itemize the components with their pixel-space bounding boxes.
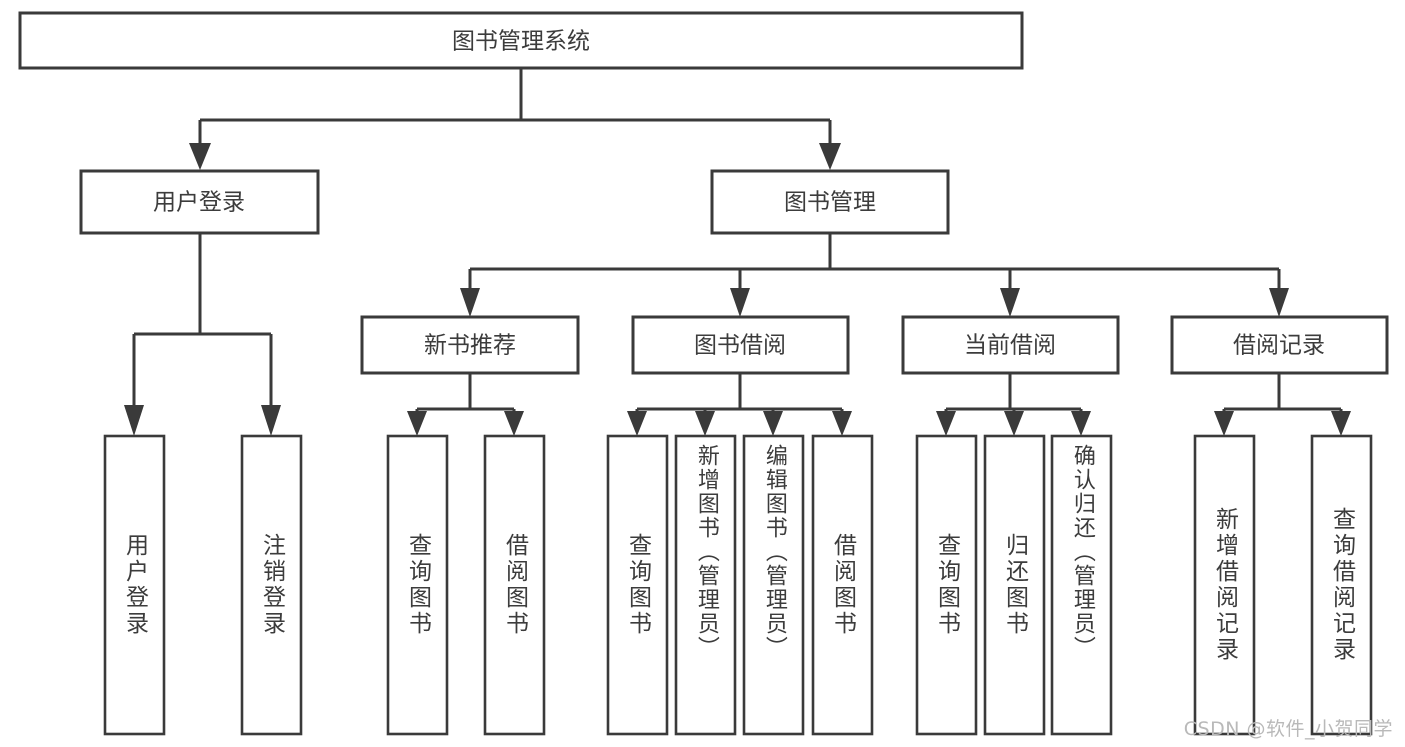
node-leaf-query-book-2[interactable] [606, 434, 669, 736]
arrow-leaf-query-book-2 [627, 411, 647, 436]
node-book-management-label: 图书管理 [784, 190, 876, 216]
node-book-borrow-label: 图书借阅 [694, 333, 786, 359]
node-user-login-label: 用户登录 [153, 190, 245, 216]
arrow-leaf-confirm-return [1071, 411, 1091, 436]
node-book-management-system-label: 图书管理系统 [452, 29, 590, 55]
arrow-leaf-add-borrow-record [1214, 411, 1234, 436]
node-leaf-query-book-1[interactable] [386, 434, 449, 736]
nodes-layer: 图书管理系统 用户登录 图书管理 新书推荐 图书借阅 当前借阅 借阅记录 [18, 11, 1389, 736]
arrow-leaf-logout-login [261, 405, 281, 436]
arrow-leaf-edit-book-admin [763, 411, 783, 436]
arrow-leaf-borrow-book-1 [504, 411, 524, 436]
arrow-leaf-query-book-3 [936, 411, 956, 436]
node-borrow-record[interactable] [1170, 315, 1389, 375]
csdn-watermark: CSDN @软件_小贺同学 [1183, 718, 1393, 740]
node-leaf-add-borrow-record[interactable] [1193, 434, 1256, 736]
node-new-book-recommend[interactable] [360, 315, 580, 375]
arrow-leaf-query-book-1 [407, 411, 427, 436]
node-book-borrow[interactable] [631, 315, 850, 375]
node-book-management-system[interactable] [18, 11, 1024, 70]
arrow-leaf-query-borrow-record [1331, 411, 1351, 436]
node-borrow-record-label: 借阅记录 [1233, 333, 1325, 359]
node-leaf-logout-login[interactable] [240, 434, 303, 736]
node-leaf-edit-book-admin[interactable] [742, 434, 805, 736]
node-leaf-return-book[interactable] [983, 434, 1046, 736]
node-current-borrow-label: 当前借阅 [964, 333, 1056, 359]
node-leaf-confirm-return-admin[interactable] [1050, 434, 1113, 736]
arrow-leaf-add-book-admin [695, 411, 715, 436]
node-leaf-query-book-3[interactable] [915, 434, 978, 736]
arrow-book-borrow [730, 288, 750, 317]
connectors-layer [124, 68, 1351, 436]
node-leaf-query-borrow-record[interactable] [1310, 434, 1373, 736]
arrow-borrow-record [1269, 288, 1289, 317]
arrow-to-user-login [189, 143, 211, 170]
node-current-borrow[interactable] [901, 315, 1120, 375]
arrow-leaf-return-book [1004, 411, 1024, 436]
arrow-new-book-recommend [460, 288, 480, 317]
arrow-leaf-borrow-book-2 [832, 411, 852, 436]
node-leaf-borrow-book-2[interactable] [811, 434, 874, 736]
node-leaf-add-book-admin[interactable] [674, 434, 737, 736]
node-leaf-user-login[interactable] [103, 434, 166, 736]
node-user-login[interactable] [79, 169, 320, 235]
node-book-management[interactable] [710, 169, 950, 235]
node-new-book-recommend-label: 新书推荐 [424, 333, 516, 359]
node-leaf-borrow-book-1[interactable] [483, 434, 546, 736]
arrow-to-book-management [819, 143, 841, 170]
arrow-current-borrow [1000, 288, 1020, 317]
arrow-leaf-user-login [124, 405, 144, 436]
